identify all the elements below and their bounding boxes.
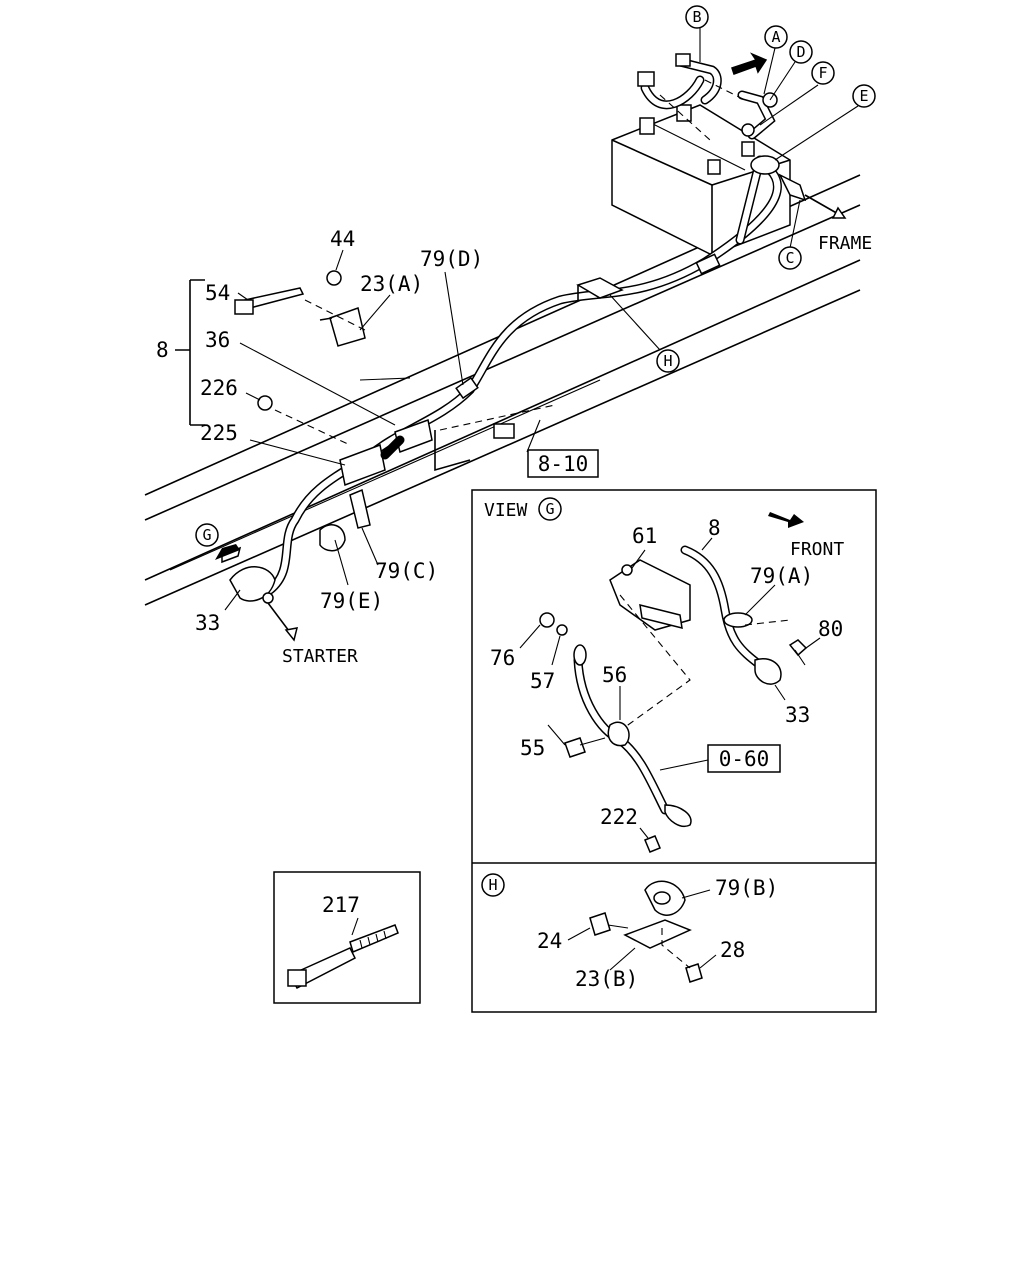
part-33-label: 33	[195, 611, 220, 635]
view-h-part-28: 28	[720, 938, 745, 962]
circle-e-text: E	[859, 87, 868, 105]
connector-harness	[339, 404, 556, 487]
circle-g-text: G	[202, 526, 211, 544]
ref-box-8-10: 8-10	[527, 449, 599, 478]
frame-label: FRAME	[818, 233, 872, 254]
circle-a-text: A	[771, 28, 780, 46]
view-g-part-56: 56	[602, 663, 627, 687]
view-g-part-33: 33	[785, 703, 810, 727]
circle-h-text: H	[663, 352, 672, 370]
circle-c-text: C	[785, 249, 794, 267]
front-label: FRONT	[790, 539, 844, 560]
arrow-view-g	[215, 544, 240, 560]
starter-label: STARTER	[282, 646, 358, 667]
view-g-part-57: 57	[530, 669, 555, 693]
view-g-part-222: 222	[600, 805, 638, 829]
circle-label-h: H	[656, 349, 680, 373]
circle-label-b: B	[685, 5, 709, 29]
view-g-part-8: 8	[708, 516, 721, 540]
circle-d-text: D	[796, 43, 805, 61]
view-g-circle-text: G	[545, 500, 554, 518]
part-8-label: 8	[156, 338, 169, 362]
ref-box-0-60: 0-60	[707, 744, 781, 773]
part-79e-label: 79(E)	[320, 589, 383, 613]
view-g-title: VIEW	[484, 500, 528, 521]
circle-label-e: E	[852, 84, 876, 108]
leader-lines	[224, 28, 859, 611]
ref-8-10-text: 8-10	[538, 452, 589, 476]
part-23a-label: 23(A)	[360, 272, 423, 296]
view-h-part-23b: 23(B)	[575, 967, 638, 991]
part-54-label: 54	[205, 281, 230, 305]
ref-0-60-text: 0-60	[719, 747, 770, 771]
view-g: VIEW G FRONT	[484, 497, 844, 853]
arrow-to-battery	[731, 52, 768, 75]
view-h: H 79(B) 24 28 23(B)	[481, 873, 778, 991]
part-225-label: 225	[200, 421, 238, 445]
part-79c-label: 79(C)	[375, 559, 438, 583]
part-36-label: 36	[205, 328, 230, 352]
view-g-part-80: 80	[818, 617, 843, 641]
cable-tie-box: 217	[273, 871, 421, 1004]
battery-cables	[637, 53, 778, 141]
view-g-part-79a: 79(A)	[750, 564, 813, 588]
cable-tie-part-217: 217	[322, 893, 360, 917]
circle-label-g: G	[195, 523, 219, 547]
view-g-part-55: 55	[520, 736, 545, 760]
part-44-label: 44	[330, 227, 355, 251]
view-h-part-79b: 79(B)	[715, 876, 778, 900]
view-h-circle-text: H	[488, 876, 497, 894]
front-arrow-icon	[768, 512, 804, 528]
view-h-part-24: 24	[537, 929, 562, 953]
view-g-part-61: 61	[632, 524, 657, 548]
main-view: B A D F E C H G FRAME	[144, 5, 876, 667]
circle-label-a: A	[764, 25, 788, 49]
part-226-label: 226	[200, 376, 238, 400]
main-cable-8	[265, 155, 847, 595]
small-parts-left	[234, 270, 411, 446]
circle-label-c: C	[778, 246, 802, 270]
circle-label-d: D	[789, 40, 813, 64]
part-79d-label: 79(D)	[420, 247, 483, 271]
view-g-part-76: 76	[490, 646, 515, 670]
circle-f-text: F	[818, 64, 827, 82]
detail-panel: VIEW G FRONT	[471, 489, 877, 1013]
circle-label-f: F	[811, 61, 835, 85]
bracket-h	[576, 277, 624, 300]
circle-b-text: B	[692, 8, 701, 26]
